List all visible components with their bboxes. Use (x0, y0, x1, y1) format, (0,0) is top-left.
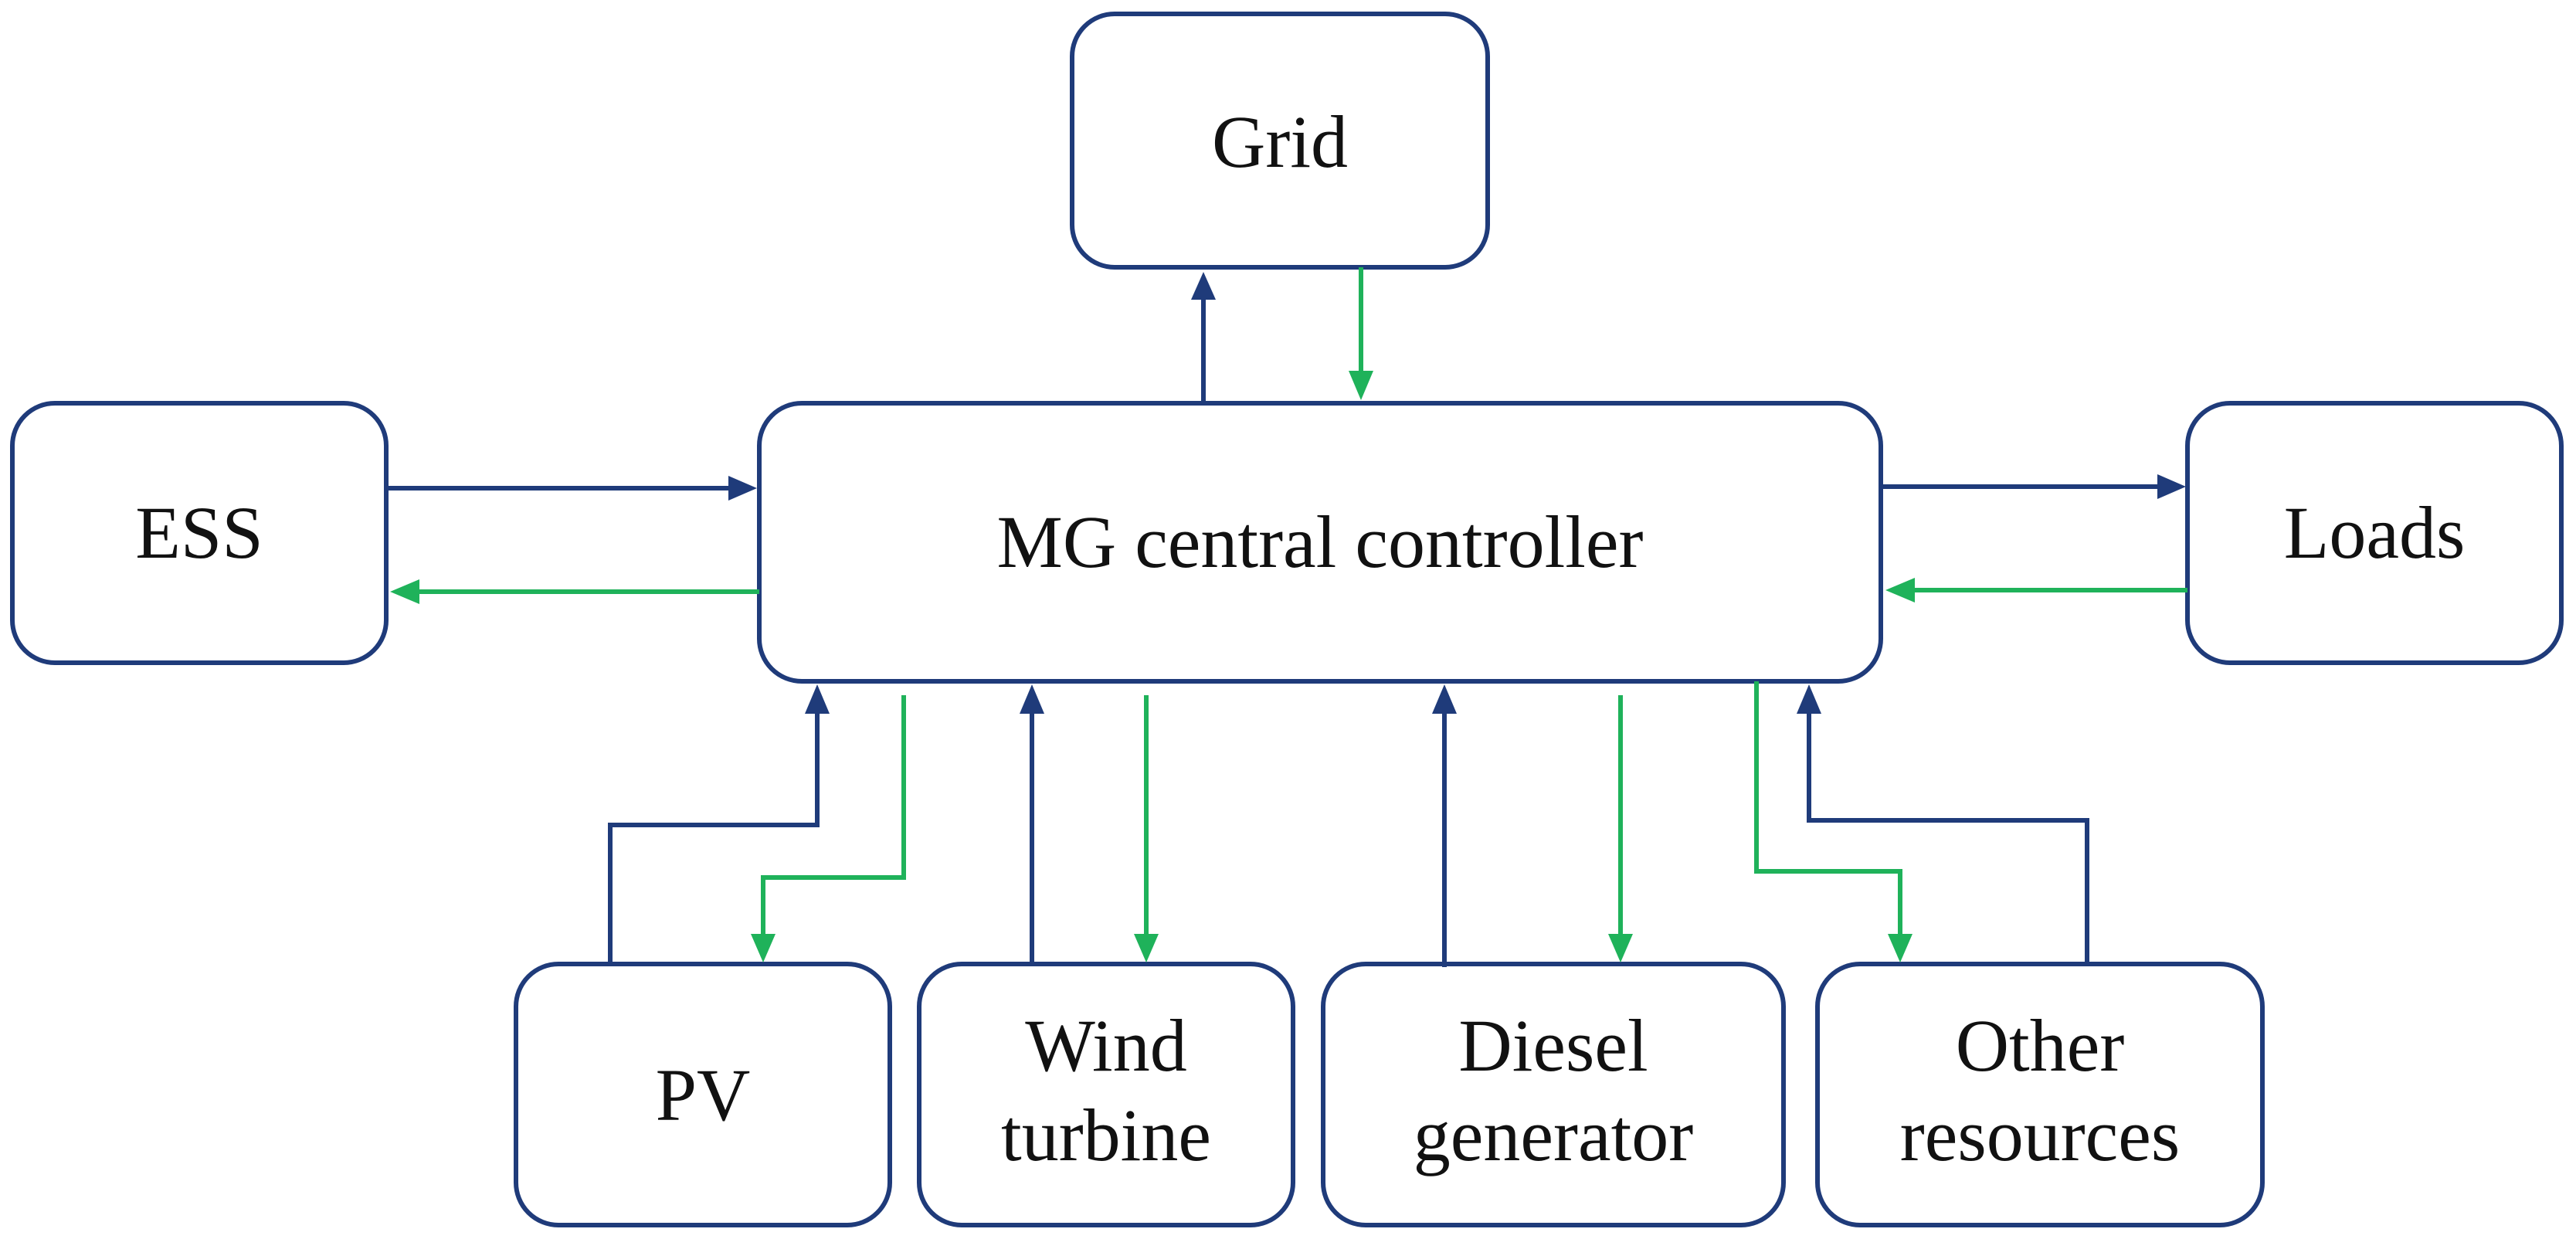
other-resources-label-line2: resources (1900, 1094, 2180, 1176)
arrow-controller-to-pv (751, 695, 906, 962)
diesel-generator-box (1321, 962, 1786, 1227)
arrow-controller-to-ess (390, 579, 759, 604)
other-resources-box (1815, 962, 2265, 1227)
pv-label: PV (656, 1054, 751, 1136)
grid-label: Grid (1212, 100, 1348, 183)
arrow-ess-to-controller (386, 476, 757, 501)
arrow-diesel-generator-to-controller (1432, 684, 1457, 967)
controller-label: MG central controller (997, 501, 1644, 583)
wind-turbine-label-line1: Wind (1025, 1004, 1186, 1087)
pv-box (514, 962, 892, 1227)
diesel-generator-label-line2: generator (1414, 1094, 1693, 1176)
arrow-controller-to-wind-turbine (1134, 695, 1159, 962)
arrow-controller-to-other-resources (1754, 681, 1912, 962)
diesel-generator-label-line1: Diesel (1458, 1004, 1648, 1087)
arrow-wind-turbine-to-controller (1020, 684, 1044, 964)
arrow-grid-to-controller (1349, 267, 1373, 400)
other-resources-label-line1: Other (1956, 1004, 2125, 1087)
arrow-pv-to-controller (608, 684, 830, 964)
ess-node: ESS (10, 401, 389, 665)
controller-node: MG central controller (757, 401, 1883, 684)
diesel-generator-node: Diesel generator (1321, 962, 1786, 1227)
loads-box (2185, 401, 2564, 665)
arrow-controller-to-grid (1191, 272, 1216, 403)
grid-box (1070, 12, 1490, 270)
wind-turbine-node: Wind turbine (917, 962, 1295, 1227)
arrow-controller-to-diesel-generator (1608, 695, 1633, 962)
loads-label: Loads (2284, 491, 2466, 574)
ess-box (10, 401, 389, 665)
controller-box (757, 401, 1883, 684)
other-resources-node: Other resources (1815, 962, 2265, 1227)
loads-node: Loads (2185, 401, 2564, 665)
arrow-controller-to-loads (1881, 474, 2186, 499)
pv-node: PV (514, 962, 892, 1227)
arrow-other-resources-to-controller (1797, 684, 2089, 964)
arrow-loads-to-controller (1885, 578, 2187, 603)
grid-node: Grid (1070, 12, 1490, 270)
wind-turbine-label-line2: turbine (1001, 1094, 1211, 1176)
wind-turbine-box (917, 962, 1295, 1227)
ess-label: ESS (135, 491, 263, 574)
